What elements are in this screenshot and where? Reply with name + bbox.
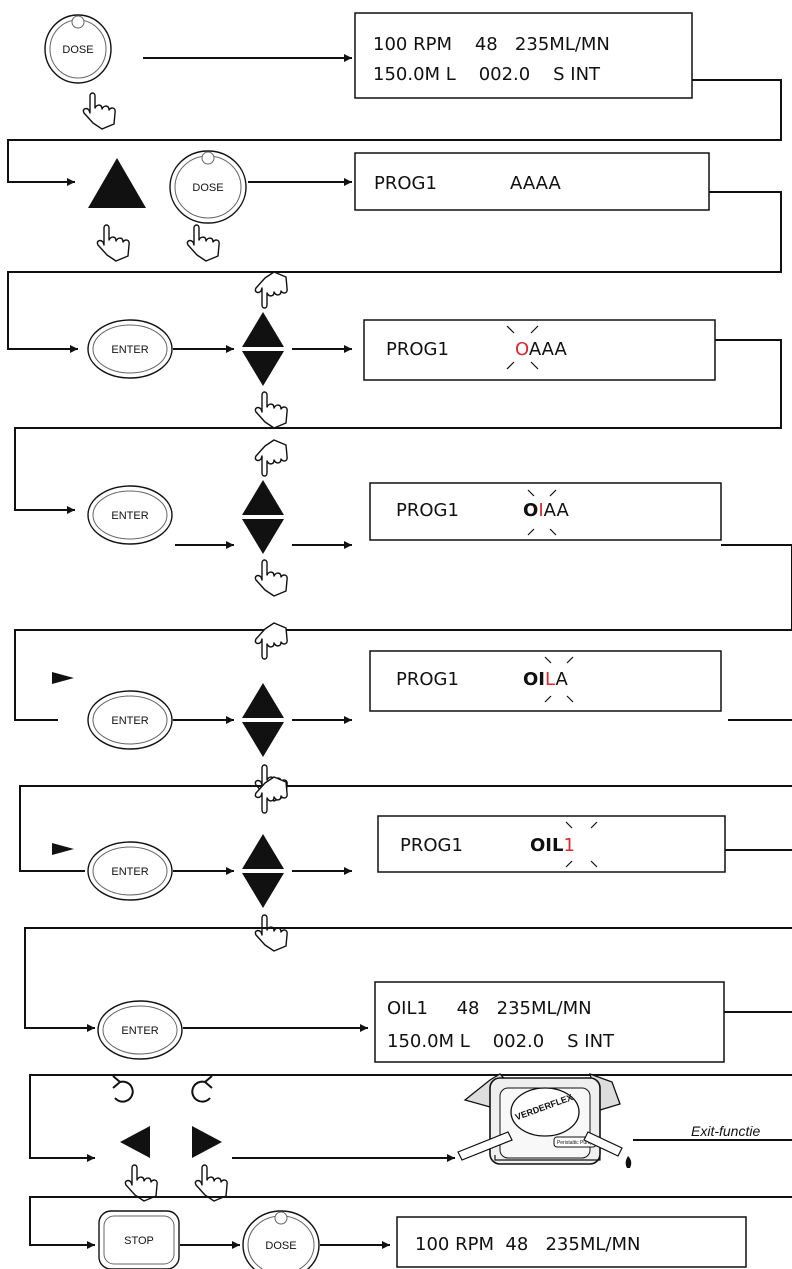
up-arrow-button[interactable] xyxy=(242,480,284,515)
dose-button-2[interactable]: DOSE xyxy=(169,150,247,224)
display-4-rest: AA xyxy=(544,500,570,521)
drop-icon xyxy=(625,1156,632,1168)
display-3-rest: AAA xyxy=(529,339,568,360)
right-arrow-button[interactable] xyxy=(192,1126,222,1158)
flow-connector xyxy=(29,1196,792,1249)
exit-function-label: Exit-functie xyxy=(691,1123,760,1139)
blink-marks xyxy=(527,489,557,536)
up-arrow-button[interactable] xyxy=(242,683,284,718)
svg-text:OIAA: OIAA xyxy=(523,500,569,521)
pump-label: Peristaltic Pump xyxy=(557,1140,593,1146)
down-arrow-button[interactable] xyxy=(242,519,284,554)
enter-button-5[interactable]: ENTER xyxy=(97,1000,183,1060)
down-arrow-button[interactable] xyxy=(242,873,284,908)
enter-button-label: ENTER xyxy=(111,866,148,878)
display-7: OIL1 48 235ML/MN 150.0M L 002.0 S INT xyxy=(374,981,725,1063)
display-5: PROG1 OILA xyxy=(369,650,722,712)
svg-text:OIL1: OIL1 xyxy=(530,835,575,856)
flow-arrowhead xyxy=(52,672,74,684)
display-6-prog: PROG1 xyxy=(400,835,463,856)
confirmed-chars: O xyxy=(523,500,538,521)
enter-button-label: ENTER xyxy=(121,1025,158,1037)
flow-connector xyxy=(14,339,782,514)
enter-button-4[interactable]: ENTER xyxy=(87,841,173,901)
dose-button-3[interactable]: DOSE xyxy=(242,1210,320,1269)
blink-marks xyxy=(565,821,598,868)
hand-point-icon xyxy=(254,439,288,477)
display-7-line-1: OIL1 48 235ML/MN xyxy=(387,998,592,1019)
hand-press-icon xyxy=(254,391,288,429)
cursor-char: 1 xyxy=(563,835,574,856)
hand-press-icon xyxy=(194,1164,228,1202)
display-8-line-1: 100 RPM 48 235ML/MN xyxy=(415,1234,640,1255)
cursor-char: O xyxy=(515,339,529,360)
display-8: 100 RPM 48 235ML/MN xyxy=(396,1216,747,1268)
enter-button-3[interactable]: ENTER xyxy=(87,690,173,750)
hand-press-icon xyxy=(82,92,116,130)
hand-press-icon xyxy=(124,1164,158,1202)
rotate-ccw-icon xyxy=(112,1075,134,1103)
flow-connector xyxy=(7,79,782,186)
display-4-prog: PROG1 xyxy=(396,500,459,521)
flow-connector xyxy=(7,191,782,353)
confirmed-chars: OI xyxy=(523,669,545,690)
svg-text:OAAA: OAAA xyxy=(515,339,567,360)
display-2-code: AAAA xyxy=(510,173,561,194)
display-6: PROG1 OIL1 xyxy=(377,815,726,873)
display-3: PROG1 OAAA xyxy=(363,319,716,381)
dose-button-label: DOSE xyxy=(62,44,93,56)
hand-point-icon xyxy=(254,622,288,660)
pump-illustration: VERDERFLEX Peristaltic Pump xyxy=(457,1072,623,1165)
svg-text:OILA: OILA xyxy=(523,669,568,690)
confirmed-chars: OIL xyxy=(530,835,563,856)
display-1: 100 RPM 48 235ML/MN 150.0M L 002.0 S INT xyxy=(354,12,693,99)
enter-button-label: ENTER xyxy=(111,715,148,727)
blink-marks xyxy=(506,325,539,370)
left-arrow-button[interactable] xyxy=(120,1126,150,1158)
flow-arrowhead xyxy=(52,843,74,855)
display-7-line-2: 150.0M L 002.0 S INT xyxy=(387,1031,615,1052)
down-arrow-button[interactable] xyxy=(242,722,284,757)
hand-press-icon xyxy=(254,914,288,952)
display-1-line-1: 100 RPM 48 235ML/MN xyxy=(373,34,610,55)
enter-button-2[interactable]: ENTER xyxy=(87,485,173,545)
up-arrow-button[interactable] xyxy=(242,834,284,869)
stop-button[interactable]: STOP xyxy=(98,1210,180,1269)
flow-connector xyxy=(24,927,792,1032)
up-arrow-button[interactable] xyxy=(88,158,146,208)
hand-press-icon xyxy=(96,224,130,262)
cursor-char: L xyxy=(545,669,555,690)
hand-press-icon xyxy=(186,224,220,262)
hand-point-icon xyxy=(254,271,288,309)
blink-marks xyxy=(544,656,574,703)
display-2-prog: PROG1 xyxy=(374,173,437,194)
display-3-prog: PROG1 xyxy=(386,339,449,360)
dose-button-label: DOSE xyxy=(265,1240,296,1252)
display-4: PROG1 OIAA xyxy=(369,482,722,541)
flow-connector xyxy=(29,1074,792,1162)
display-2: PROG1 AAAA xyxy=(354,152,710,211)
enter-button-label: ENTER xyxy=(111,510,148,522)
dose-button-1[interactable]: DOSE xyxy=(44,14,112,84)
flow-connector xyxy=(14,545,792,721)
hand-press-icon xyxy=(254,559,288,597)
down-arrow-button[interactable] xyxy=(242,351,284,386)
rotate-cw-icon xyxy=(191,1075,213,1103)
flow-connector xyxy=(19,785,792,872)
dose-button-label: DOSE xyxy=(192,182,223,194)
display-1-line-2: 150.0M L 002.0 S INT xyxy=(373,64,601,85)
stop-button-label: STOP xyxy=(124,1235,154,1247)
enter-button-label: ENTER xyxy=(111,344,148,356)
enter-button-1[interactable]: ENTER xyxy=(87,319,173,379)
display-5-rest: A xyxy=(555,669,568,690)
up-arrow-button[interactable] xyxy=(242,312,284,347)
cursor-char: I xyxy=(538,500,543,521)
display-5-prog: PROG1 xyxy=(396,669,459,690)
